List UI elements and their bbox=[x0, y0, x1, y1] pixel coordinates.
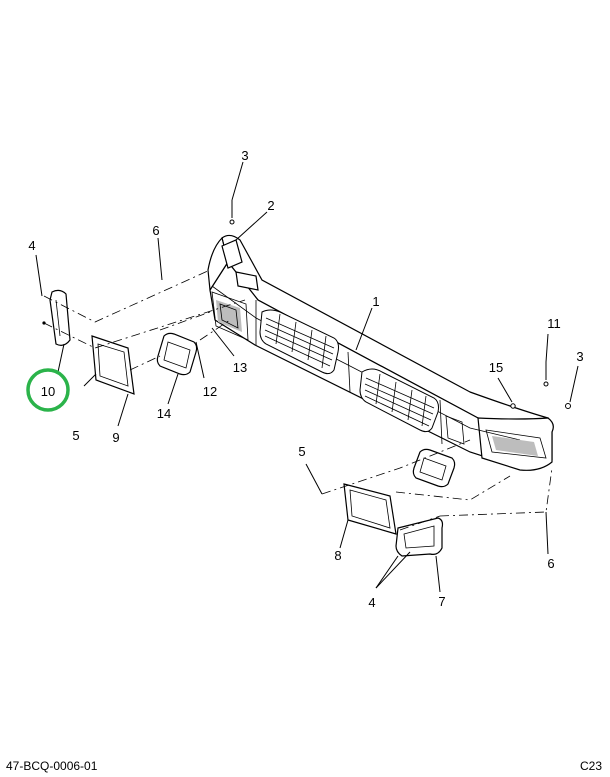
left-lamp-pocket bbox=[211, 291, 249, 341]
callout-6-left: 6 bbox=[152, 223, 159, 238]
explode-line-right-lower bbox=[395, 475, 511, 501]
part-8-lamp-housing bbox=[343, 483, 397, 535]
bumper-assembly bbox=[207, 234, 554, 471]
callout-13: 13 bbox=[233, 360, 247, 375]
explode-line-left-upper bbox=[43, 269, 211, 323]
grille-right bbox=[359, 368, 439, 433]
callout-4-bottom: 4 bbox=[368, 595, 375, 610]
callout-15: 15 bbox=[489, 360, 503, 375]
callout-5-right: 5 bbox=[298, 444, 305, 459]
part-10-end-bezel bbox=[49, 289, 71, 346]
part-14-sealed-beam bbox=[156, 332, 198, 376]
callout-3-right: 3 bbox=[576, 349, 583, 364]
callout-8: 8 bbox=[334, 548, 341, 563]
callout-1: 1 bbox=[372, 294, 379, 309]
callout-11: 11 bbox=[547, 316, 561, 331]
part-14-right-sealed-beam bbox=[412, 448, 456, 488]
callout-6-right: 6 bbox=[547, 556, 554, 571]
leader-lines bbox=[35, 161, 579, 593]
mount-bracket-left bbox=[221, 239, 243, 269]
part-7-end-bezel bbox=[395, 517, 444, 557]
grille-left bbox=[259, 309, 339, 375]
callout-3-top: 3 bbox=[241, 148, 248, 163]
page-code: C23 bbox=[579, 759, 602, 773]
callout-12: 12 bbox=[203, 384, 217, 399]
callout-14: 14 bbox=[157, 406, 171, 421]
callout-2: 2 bbox=[267, 198, 274, 213]
explode-line-right-upper bbox=[321, 439, 471, 495]
callout-10: 10 bbox=[41, 384, 55, 399]
right-lamp-pocket bbox=[485, 429, 547, 459]
callout-4-left: 4 bbox=[28, 238, 35, 253]
drawing-number: 47-BCQ-0006-01 bbox=[6, 759, 98, 773]
callout-5-left: 5 bbox=[72, 428, 79, 443]
part-9-lamp-housing bbox=[91, 335, 135, 395]
callout-7: 7 bbox=[438, 594, 445, 609]
callout-9: 9 bbox=[112, 430, 119, 445]
highlight-ring-callout-10[interactable] bbox=[26, 368, 70, 412]
